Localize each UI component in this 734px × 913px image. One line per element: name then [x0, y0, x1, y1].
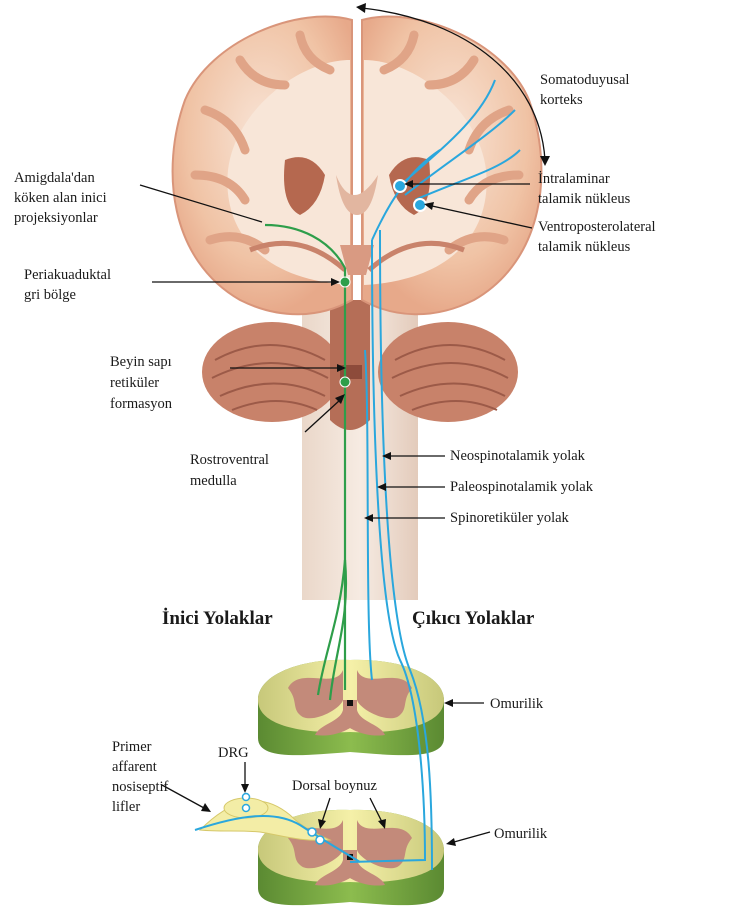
label-vpl-1: Ventroposterolateral — [538, 219, 656, 235]
label-amygdala-1: Amigdala'dan — [14, 170, 95, 186]
label-vpl-2: talamik nükleus — [538, 239, 631, 255]
label-primary-4: lifler — [112, 799, 140, 815]
label-spinal-cord-upper: Omurilik — [490, 696, 544, 712]
label-somatosensory-2: korteks — [540, 92, 583, 108]
label-primary-3: nosiseptif — [112, 779, 169, 795]
label-intralaminar-2: talamik nükleus — [538, 191, 631, 207]
label-reticular-2: retiküler — [110, 375, 159, 391]
reticular-node — [340, 377, 350, 387]
label-somatosensory-1: Somatoduyusal — [540, 72, 629, 88]
intralaminar-node — [394, 180, 406, 192]
vpl-node — [414, 199, 426, 211]
title-ascending-pathways: Çıkıcı Yolaklar — [412, 608, 535, 629]
label-rvm-2: medulla — [190, 473, 237, 489]
label-spinoreticular: Spinoretiküler yolak — [450, 510, 570, 526]
label-intralaminar-1: İntralaminar — [538, 171, 610, 187]
label-dorsal-horn: Dorsal boynuz — [292, 778, 378, 794]
label-amygdala-2: köken alan inici — [14, 190, 107, 206]
label-primary-2: affarent — [112, 759, 157, 775]
label-primary-1: Primer — [112, 739, 152, 755]
label-spinal-cord-lower: Omurilik — [494, 826, 548, 842]
label-paleospinothalamic: Paleospinotalamik yolak — [450, 479, 594, 495]
spinal-cord-segment-upper — [258, 660, 444, 755]
label-pag-1: Periakuaduktal — [24, 267, 111, 283]
label-rvm-1: Rostroventral — [190, 452, 269, 468]
label-pag-2: gri bölge — [24, 287, 76, 303]
pag-node — [340, 277, 350, 287]
label-drg: DRG — [218, 745, 249, 761]
label-reticular-3: formasyon — [110, 396, 173, 412]
label-neospinothalamic: Neospinotalamik yolak — [450, 448, 586, 464]
label-amygdala-3: projeksiyonlar — [14, 210, 98, 226]
title-descending-pathways: İnici Yolaklar — [162, 608, 273, 629]
label-reticular-1: Beyin sapı — [110, 354, 172, 370]
